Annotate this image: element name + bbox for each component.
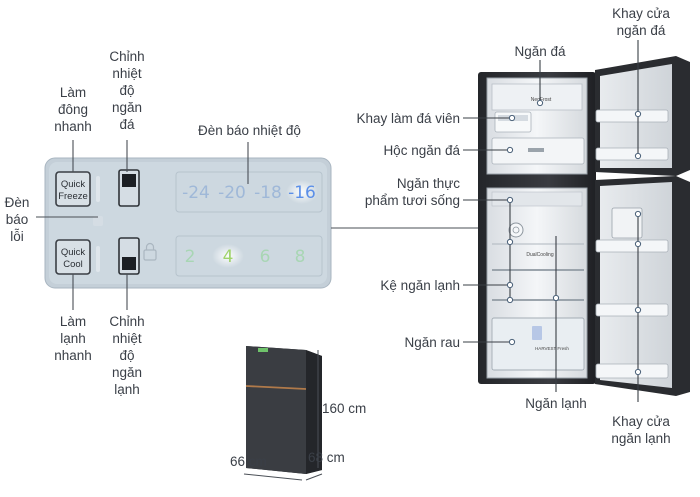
label-freezer-temp-adjust: Chỉnh nhiệt độ ngăn đá xyxy=(109,49,145,132)
refrigerator: NeoFrost DualCooling HARVEST Fresh xyxy=(478,56,690,396)
dimension-width: 66 cm xyxy=(230,454,267,469)
fridge-temp-values: 2 4 6 8 xyxy=(185,244,306,268)
freezer-temp-values: -24 -20 -18 -16 xyxy=(182,180,318,204)
quick-cool-label-1: Quick xyxy=(61,247,86,258)
freezer-selected-glow xyxy=(286,180,318,204)
harvest-fresh-print: HARVEST Fresh xyxy=(535,346,569,351)
fridge-temp-adjust-button[interactable] xyxy=(118,237,140,275)
dimension-height: 160 cm xyxy=(322,401,367,416)
fridge-temp-value: 2 xyxy=(185,247,196,267)
quick-freeze-button[interactable]: Quick Freeze xyxy=(55,171,91,207)
water-dispenser xyxy=(611,207,643,239)
label-temp-indicator: Đèn báo nhiệt độ xyxy=(198,123,301,138)
fan-icon xyxy=(508,222,524,238)
freezer-temp-adjust-button[interactable] xyxy=(118,169,140,207)
lock-icon xyxy=(143,242,157,261)
label-fresh-food-zone: Ngăn thực phẩm tươi sống xyxy=(364,176,460,208)
label-quick-cool: Làm lạnh nhanh xyxy=(54,314,92,363)
fridge-temp-value: 4 xyxy=(223,247,234,267)
label-freezer-drawer: Hộc ngăn đá xyxy=(383,143,460,158)
freezer-temp-display xyxy=(175,171,323,213)
label-quick-freeze: Làm đông nhanh xyxy=(54,85,92,134)
fridge-temp-value: 8 xyxy=(295,247,306,267)
error-indicator-center xyxy=(93,216,103,226)
label-freezer-compartment: Ngăn đá xyxy=(514,44,566,59)
label-ice-tray: Khay làm đá viên xyxy=(356,111,460,126)
control-panel: Quick Freeze Quick Cool -24-2 xyxy=(44,157,332,289)
error-indicator-top xyxy=(96,176,100,202)
freezer-door xyxy=(595,56,690,176)
fridge-temp-display xyxy=(175,235,323,277)
marker-dots xyxy=(506,99,642,376)
label-freezer-door-tray: Khay cửa ngăn đá xyxy=(612,6,670,38)
label-fridge-compartment: Ngăn lạnh xyxy=(525,396,587,411)
label-fridge-door-tray: Khay cửa ngăn lạnh xyxy=(611,414,671,446)
freezer-temp-value: -20 xyxy=(218,183,246,203)
fridge-temp-value: 6 xyxy=(260,247,271,267)
dimension-depth: 68 cm xyxy=(308,450,345,465)
label-vegetable-crisper: Ngăn rau xyxy=(404,335,460,350)
dualcooling-print: DualCooling xyxy=(526,252,553,258)
vegetable-crisper xyxy=(491,317,585,371)
quick-freeze-label-1: Quick xyxy=(61,179,86,190)
freezer-temp-value: -24 xyxy=(182,183,210,203)
fridge-door xyxy=(595,176,690,396)
fridge-selected-glow xyxy=(212,244,244,268)
quick-cool-button[interactable]: Quick Cool xyxy=(55,239,91,275)
quick-cool-label-2: Cool xyxy=(63,259,83,270)
quick-freeze-label-2: Freeze xyxy=(58,191,88,202)
label-fridge-temp-adjust: Chỉnh nhiệt độ ngăn lạnh xyxy=(109,314,145,397)
label-error-indicator: Đèn báo lỗi xyxy=(4,195,30,244)
error-indicator-bottom xyxy=(96,246,100,272)
label-fridge-shelf: Kệ ngăn lạnh xyxy=(380,278,460,293)
neofrost-print: NeoFrost xyxy=(531,97,552,103)
freezer-temp-value: -18 xyxy=(254,183,282,203)
dimension-lines xyxy=(243,350,323,481)
freezer-temp-value: -16 xyxy=(288,183,316,203)
leader-lines-left xyxy=(36,140,480,310)
